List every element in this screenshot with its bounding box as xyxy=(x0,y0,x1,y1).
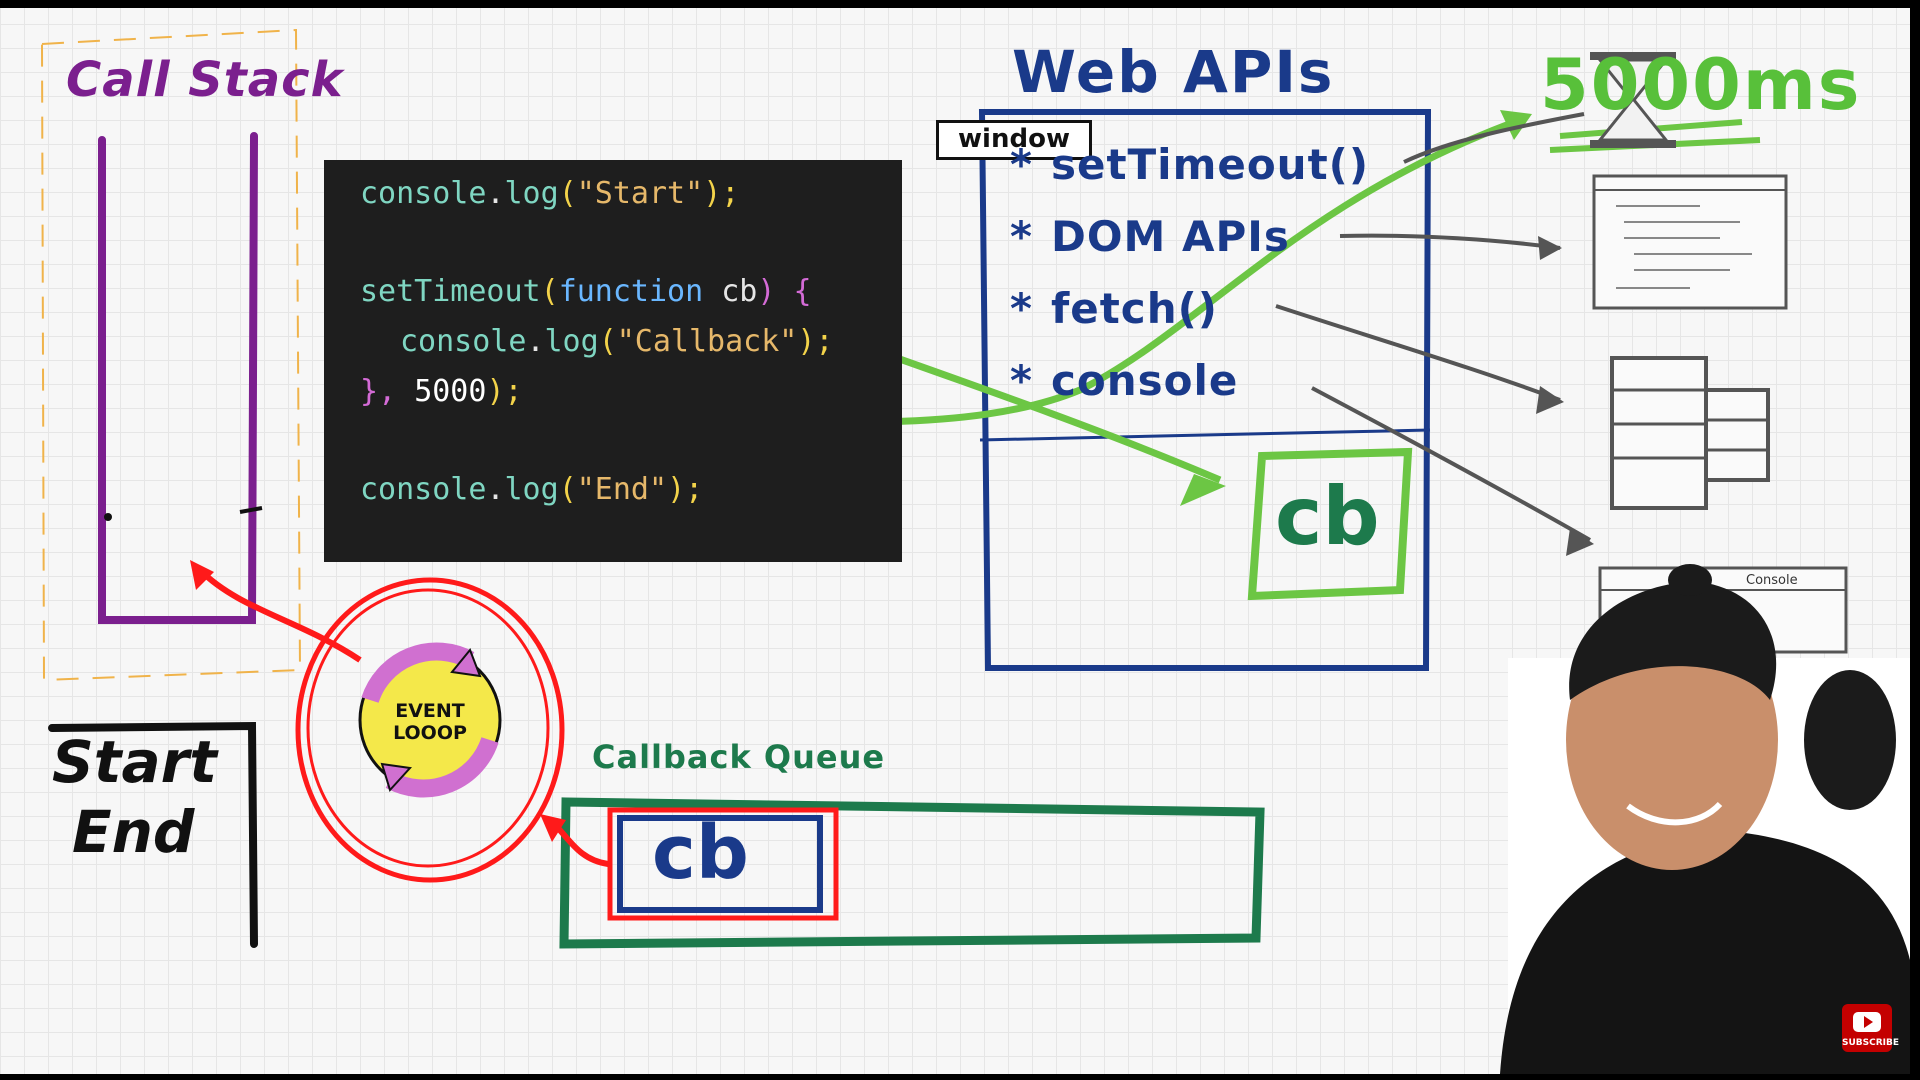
code-panel: console.log("Start"); setTimeout(functio… xyxy=(324,160,902,562)
code-token: console xyxy=(360,472,487,507)
presenter-webcam-overlay xyxy=(1500,564,1910,1074)
arrow-settimeout-to-timer xyxy=(1403,112,1585,164)
arrow-cb-to-box-head xyxy=(1180,474,1226,506)
web-apis-title: Web APIs xyxy=(1012,38,1335,106)
arrow-dom-to-document xyxy=(1339,233,1561,250)
code-line-3: console.log("Callback"); xyxy=(400,324,834,359)
web-api-label: DOM APIs xyxy=(1050,212,1290,261)
svg-text:Console: Console xyxy=(1746,573,1798,588)
code-token: console xyxy=(360,176,487,211)
arrow-queue-to-loop xyxy=(553,823,609,867)
code-token: "Start" xyxy=(576,176,704,211)
callback-queue-box xyxy=(559,797,1265,949)
code-token: ( xyxy=(540,274,559,309)
web-api-label: console xyxy=(1050,356,1239,405)
code-token: ( xyxy=(558,472,577,507)
code-token: ( xyxy=(558,176,577,211)
code-token: log xyxy=(504,176,559,211)
cycle-arrow-top xyxy=(361,642,475,704)
console-output-start: Start xyxy=(52,728,217,796)
code-token: ( xyxy=(598,324,617,359)
code-token xyxy=(703,274,721,309)
subscribe-label[interactable]: SUBSCRIBE xyxy=(1842,1038,1900,1048)
code-line-2: setTimeout(function cb) { xyxy=(360,274,812,309)
api-bullet: * xyxy=(1010,356,1033,405)
cb-queue-highlight xyxy=(607,807,839,921)
arrow-loop-to-stack-head xyxy=(190,560,214,590)
code-token: . xyxy=(486,472,505,507)
youtube-subscribe-icon[interactable] xyxy=(1842,1004,1892,1052)
call-stack-dashed-frame xyxy=(40,28,302,682)
web-api-item-fetch: * fetch() xyxy=(1010,284,1218,333)
code-line-1: console.log("Start"); xyxy=(360,176,739,211)
server-icon xyxy=(1610,356,1770,510)
api-bullet: * xyxy=(1010,140,1033,189)
cycle-arrow-bottom xyxy=(385,736,499,798)
event-loop-label: EVENT LOOOP xyxy=(392,700,468,744)
web-api-item-dom: * DOM APIs xyxy=(1010,212,1290,261)
right-border xyxy=(1910,0,1920,1080)
code-token: "Callback" xyxy=(616,324,798,359)
call-stack-mark-right xyxy=(239,506,263,514)
cycle-arrowhead-bottom xyxy=(380,762,413,792)
call-stack-container xyxy=(98,132,258,624)
code-token: function xyxy=(558,274,704,309)
code-token: ); xyxy=(486,374,523,409)
code-token: ); xyxy=(703,176,740,211)
hourglass-icon xyxy=(1590,52,1676,148)
code-token: cb xyxy=(721,274,758,309)
event-loop-line2: LOOOP xyxy=(393,722,467,744)
cb-box-web-apis xyxy=(1247,447,1413,601)
cb-queue-outline xyxy=(617,815,823,913)
arrow-loop-to-stack xyxy=(197,567,362,663)
code-token: "End" xyxy=(576,472,668,507)
callback-queue-title: Callback Queue xyxy=(592,738,886,776)
arrow-queue-to-loop-head xyxy=(540,814,566,842)
web-apis-box xyxy=(978,109,1432,671)
event-loop-red-ring-outer xyxy=(295,577,565,883)
code-token: console xyxy=(400,324,527,359)
code-token: setTimeout xyxy=(360,274,541,309)
code-token: ) xyxy=(757,274,776,309)
web-api-label: setTimeout() xyxy=(1050,140,1370,189)
code-token: . xyxy=(526,324,545,359)
arrow-console-to-devtools xyxy=(1311,386,1591,542)
code-token: log xyxy=(504,472,559,507)
code-token: log xyxy=(544,324,599,359)
timer-label: 5000ms xyxy=(1540,44,1862,126)
event-loop-line1: EVENT xyxy=(395,700,465,722)
cycle-arrowhead-top xyxy=(450,648,482,678)
code-token: { xyxy=(775,274,812,309)
html-document-icon xyxy=(1592,174,1788,310)
api-bullet: * xyxy=(1010,284,1033,333)
code-line-4: }, 5000); xyxy=(360,374,523,409)
arrow-fetch-to-server xyxy=(1275,304,1561,402)
event-loop-red-ring-inner xyxy=(306,588,550,868)
code-token: . xyxy=(486,176,505,211)
code-token: ); xyxy=(797,324,834,359)
bottom-border xyxy=(0,1074,1920,1080)
code-token: , xyxy=(378,374,415,409)
play-icon xyxy=(1853,1012,1881,1032)
web-apis-divider xyxy=(979,428,1431,442)
call-stack-mark-left xyxy=(104,513,112,521)
top-border xyxy=(0,0,1920,8)
code-token: ); xyxy=(667,472,704,507)
code-token: } xyxy=(360,374,379,409)
cb-web-apis-label: cb xyxy=(1275,470,1380,563)
web-api-item-console: * console xyxy=(1010,356,1238,405)
web-api-label: fetch() xyxy=(1050,284,1218,333)
code-line-5: console.log("End"); xyxy=(360,472,703,507)
window-label: window xyxy=(936,120,1092,160)
console-output-end: End xyxy=(72,798,195,866)
web-api-item-settimeout: * setTimeout() xyxy=(1010,140,1369,189)
code-token: 5000 xyxy=(414,374,487,409)
arrow-5000-to-timer-head xyxy=(1500,110,1532,140)
console-output-frame xyxy=(48,721,258,948)
call-stack-title: Call Stack xyxy=(66,52,344,108)
api-bullet: * xyxy=(1010,212,1033,261)
cb-queue-label: cb xyxy=(652,810,749,896)
